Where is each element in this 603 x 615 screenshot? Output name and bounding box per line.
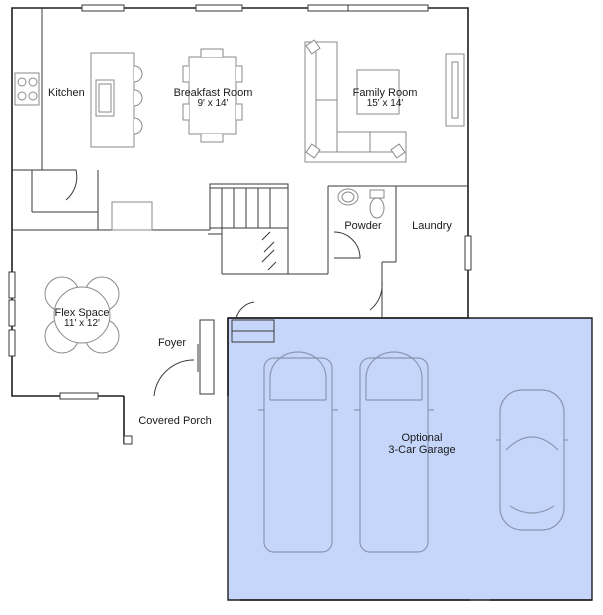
garage-label-line1: Optional (402, 432, 443, 444)
staircase (208, 183, 289, 275)
powder-label: Powder (344, 220, 382, 232)
kitchen-label: Kitchen (48, 87, 85, 99)
windows-left (8, 271, 16, 357)
foyer-label: Foyer (158, 337, 186, 349)
porch-column (123, 435, 133, 445)
flex-size: 11' x 12' (64, 318, 100, 329)
interior-walls (12, 169, 210, 231)
garage-entry-steps (231, 301, 275, 343)
foyer-door (153, 319, 215, 397)
windows-top (81, 4, 429, 12)
ottoman (356, 69, 400, 115)
car-3 (496, 389, 568, 531)
flex-table (44, 276, 120, 354)
family-label: Family Room (353, 87, 418, 99)
porch-label: Covered Porch (138, 415, 211, 427)
garage-label-line2: 3-Car Garage (388, 444, 455, 456)
laundry-label: Laundry (412, 220, 452, 232)
breakfast-table (182, 48, 243, 143)
window-flex (59, 392, 99, 400)
garage-area (227, 317, 593, 601)
tv-console (445, 53, 465, 127)
car-1 (258, 351, 338, 553)
breakfast-label: Breakfast Room (174, 87, 253, 99)
flex-label: Flex Space (54, 307, 109, 319)
breakfast-size: 9' x 14' (197, 98, 228, 109)
powder-laundry-walls (288, 185, 468, 318)
window-laundry (464, 235, 472, 271)
kitchen-cabinets (12, 8, 43, 171)
car-2 (354, 351, 434, 553)
family-sofa (304, 39, 407, 163)
family-size: 15' x 14' (367, 98, 404, 109)
kitchen-island (90, 52, 143, 148)
